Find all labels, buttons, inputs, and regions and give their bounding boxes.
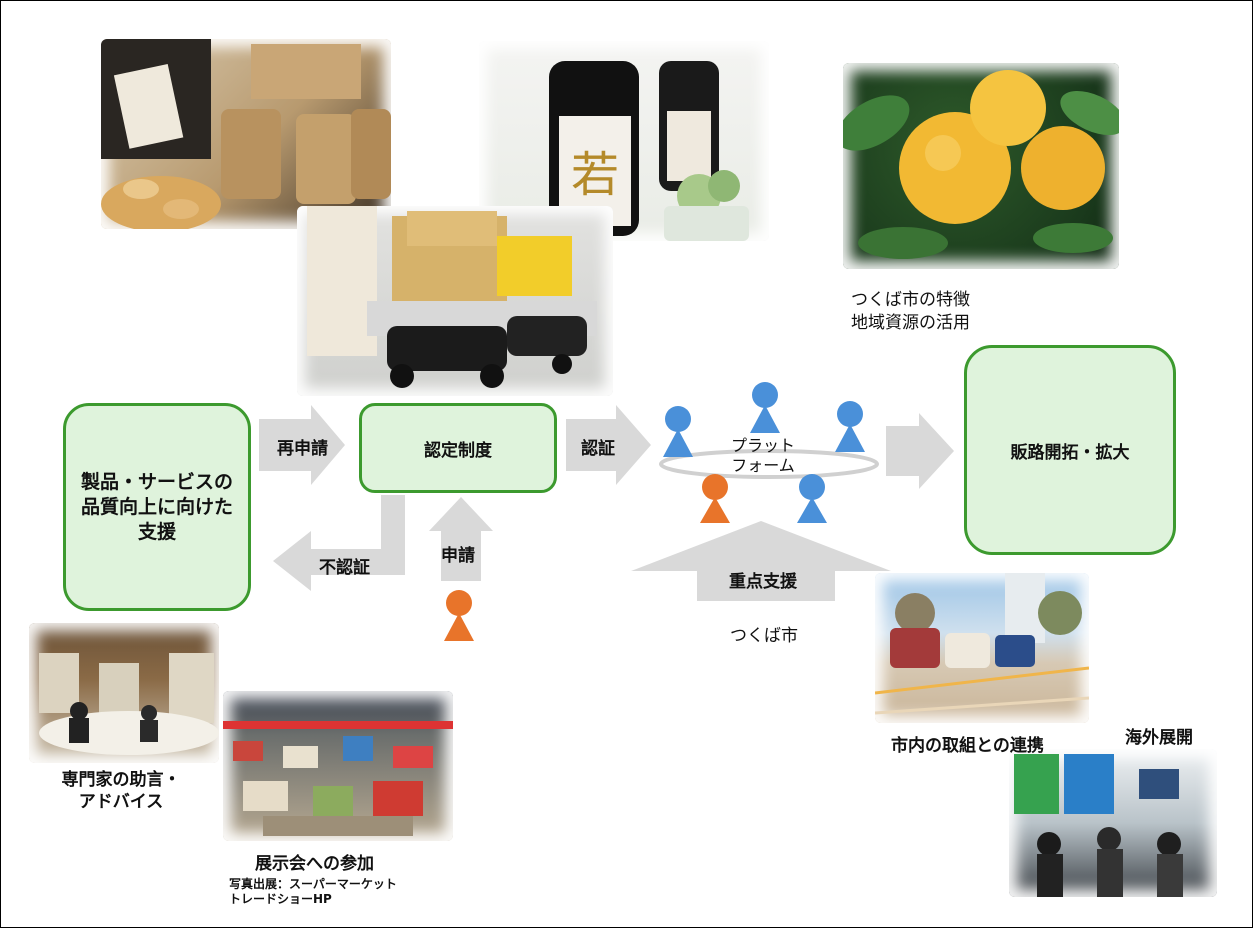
certification-box: 認定制度	[359, 403, 557, 493]
food-trucks-photo	[875, 573, 1089, 723]
person-icon	[835, 401, 865, 452]
platform-graphic	[659, 382, 879, 523]
person-icon	[700, 474, 730, 523]
overseas-caption: 海外展開	[1125, 728, 1193, 748]
snack-products-photo	[101, 39, 391, 229]
svg-text:若: 若	[571, 147, 619, 203]
reapply-label: 再申請	[277, 439, 328, 459]
person-icon	[750, 382, 780, 433]
exhibition-hall-photo	[223, 691, 453, 841]
overseas-booth-photo	[1009, 749, 1217, 897]
apply-label: 申請	[441, 546, 475, 566]
platform-label: プラット フォーム	[730, 436, 795, 475]
not-certified-arrow	[273, 495, 405, 591]
platform-to-sales-arrow	[886, 413, 954, 489]
sales-box: 販路開拓・拡大	[964, 345, 1176, 555]
person-icon	[797, 474, 827, 523]
delivery-robot-photo	[297, 206, 613, 396]
support-box: 製品・サービスの品質向上に向けた支援	[63, 403, 251, 611]
meeting-room-photo	[29, 623, 219, 763]
apply-arrow	[429, 497, 493, 581]
not-certified-label: 不認証	[319, 558, 370, 578]
priority-support-label: 重点支援	[729, 572, 797, 592]
person-icon	[663, 406, 693, 457]
expert-advice-caption: 専門家の助言・ アドバイス	[61, 770, 181, 812]
platform-ring	[659, 449, 879, 479]
citrus-fruit-photo	[843, 63, 1119, 269]
city-label: つくば市	[730, 626, 798, 646]
certified-label: 認証	[581, 439, 615, 459]
certified-arrow	[566, 405, 651, 485]
photo-credit: 写真出展：スーパーマーケット トレードショーHP	[229, 877, 397, 906]
city-collab-caption: 市内の取組との連携	[891, 736, 1044, 756]
priority-support-arrow	[631, 521, 891, 601]
exhibition-caption: 展示会への参加	[255, 854, 374, 874]
tsukuba-features-caption: つくば市の特徴 地域資源の活用	[851, 290, 970, 333]
person-icon	[444, 590, 474, 641]
reapply-arrow	[259, 405, 345, 485]
